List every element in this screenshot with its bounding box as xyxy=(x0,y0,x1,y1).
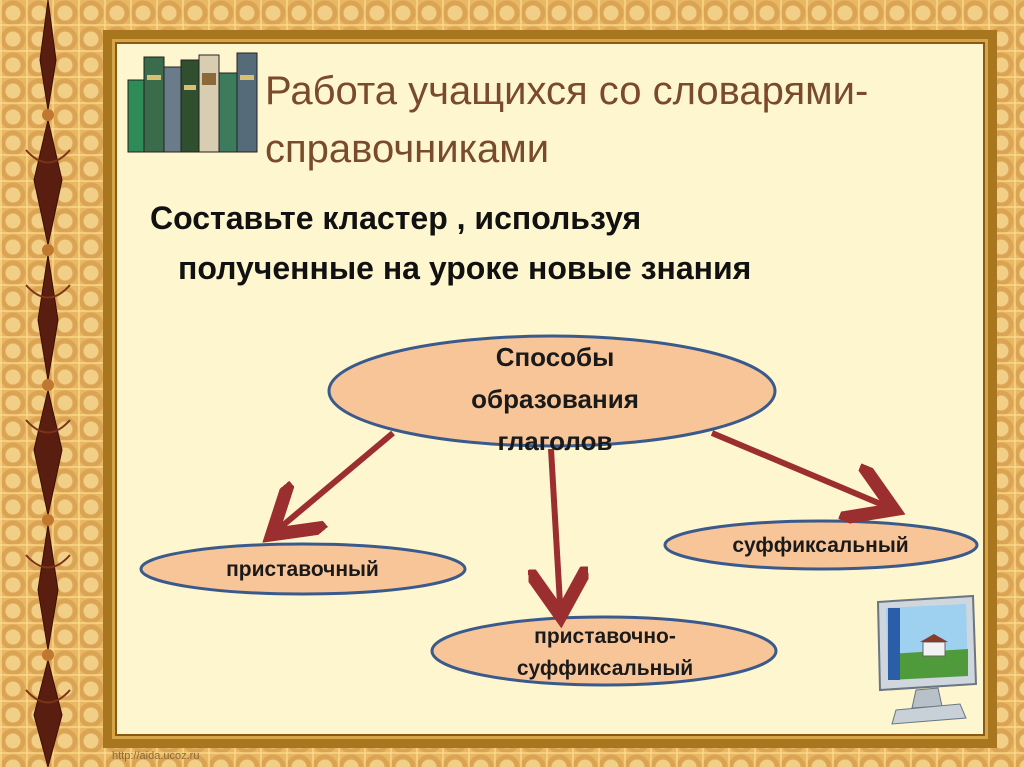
books-icon xyxy=(127,52,258,153)
task-line-2: полученные на уроке новые знания xyxy=(178,250,752,286)
center-line-3: глаголов xyxy=(497,426,613,456)
node-ellipse-prefix xyxy=(139,542,467,596)
center-ellipse xyxy=(327,334,777,448)
page-title: Работа учащихся со словарями- справочник… xyxy=(265,62,985,178)
title-line-1: Работа учащихся со словарями- xyxy=(265,69,869,113)
task-text: Составьте кластер , используя полученные… xyxy=(150,193,950,293)
footer-url: http://aida.ucoz.ru xyxy=(112,750,200,762)
center-node-label: Способы образования глаголов xyxy=(445,336,665,462)
node-ellipse-prefix-suffix xyxy=(430,615,778,687)
node-ellipse-suffix xyxy=(663,519,979,571)
node3-line-2: суффиксальный xyxy=(516,657,694,680)
title-line-2: справочниками xyxy=(265,127,550,171)
center-line-1: Способы xyxy=(495,342,615,372)
monitor-icon xyxy=(876,594,978,725)
center-line-2: образования xyxy=(471,384,639,414)
node-label-prefix-suffix: приставочно- суффиксальный xyxy=(440,621,770,685)
node-label-suffix: суффиксальный xyxy=(732,534,909,557)
node3-line-1: приставочно- xyxy=(534,625,676,648)
arrow-to-prefix xyxy=(281,430,395,527)
node-label-prefix: приставочный xyxy=(226,558,379,581)
task-line-1: Составьте кластер , используя xyxy=(150,200,642,236)
ornament xyxy=(25,0,71,767)
arrow-to-prefix-suffix xyxy=(551,448,560,604)
arrow-to-suffix xyxy=(710,430,883,505)
